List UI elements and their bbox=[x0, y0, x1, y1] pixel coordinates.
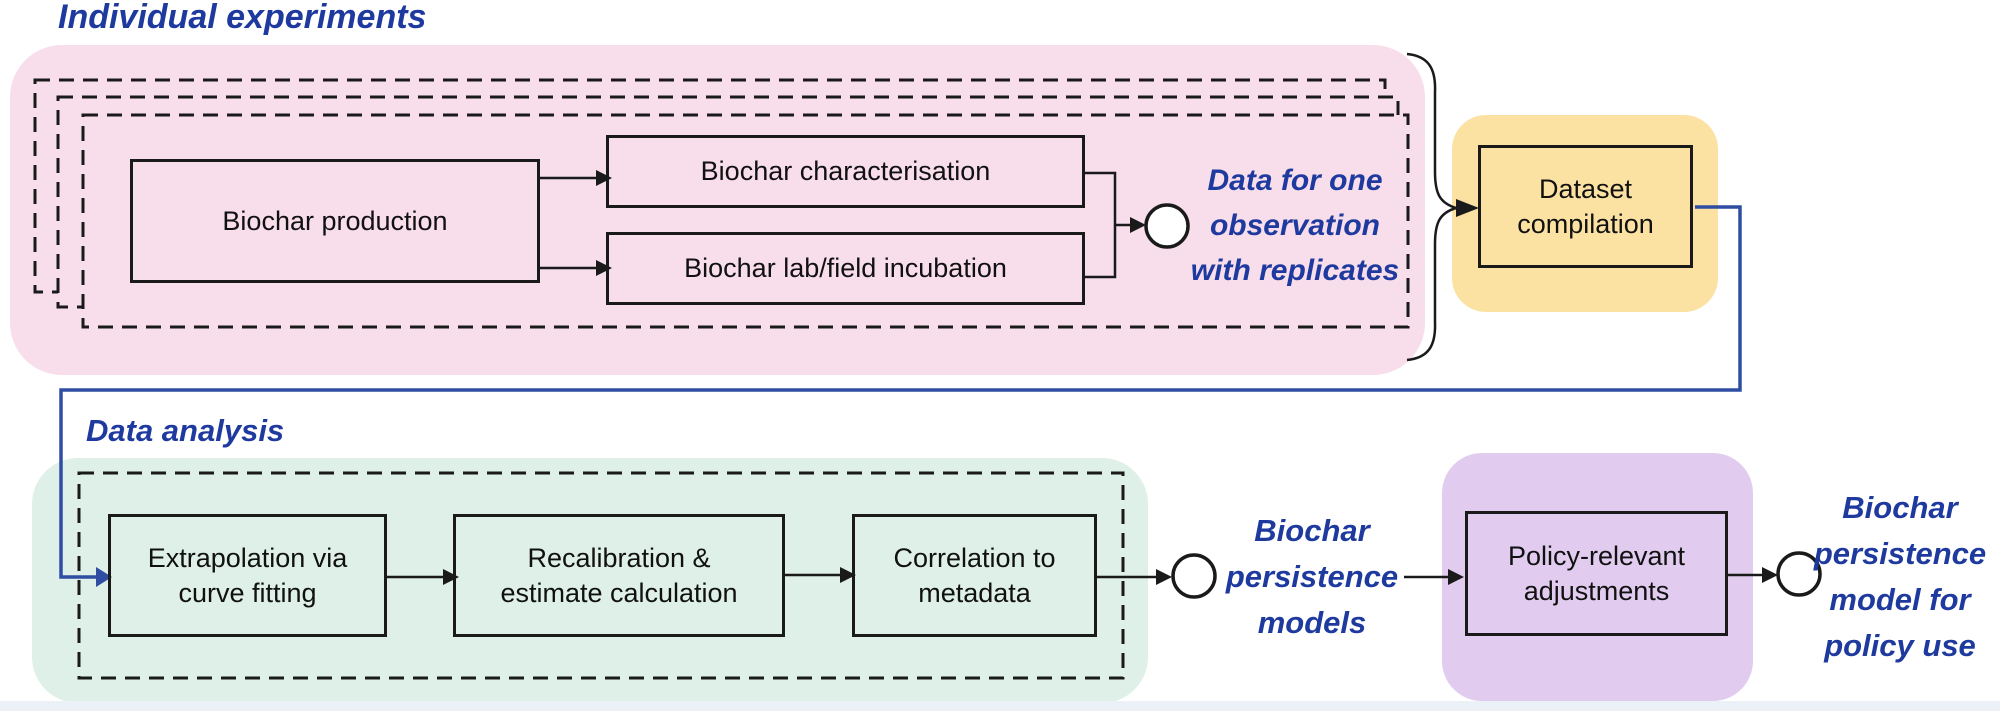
arrowhead-to-characterisation bbox=[596, 170, 612, 186]
bottom-edge-strip bbox=[0, 701, 2000, 711]
persistence-models-label: Biochar persistence models bbox=[1225, 513, 1399, 640]
arrowhead-to-final-circle bbox=[1762, 567, 1778, 583]
correlation-node: Correlation to metadata bbox=[852, 514, 1097, 637]
final-model-label: Biochar persistence model for policy use bbox=[1813, 490, 1987, 663]
recalibration-node: Recalibration & estimate calculation bbox=[453, 514, 785, 637]
arrowhead-merge-to-circle bbox=[1130, 217, 1146, 233]
dataset-compilation-node: Dataset compilation bbox=[1478, 145, 1693, 268]
models-connector-circle bbox=[1171, 553, 1217, 599]
biochar-production-node: Biochar production bbox=[130, 159, 540, 283]
arrowhead-to-policy bbox=[1448, 569, 1464, 585]
data-analysis-title: Data analysis bbox=[86, 413, 285, 448]
biochar-incubation-node: Biochar lab/field incubation bbox=[606, 232, 1085, 305]
observation-connector-circle bbox=[1144, 203, 1190, 249]
policy-adjustments-node: Policy-relevant adjustments bbox=[1465, 511, 1728, 636]
replicate-frame-front bbox=[81, 113, 1410, 329]
biochar-characterisation-node: Biochar characterisation bbox=[606, 135, 1085, 208]
arrowhead-to-recalibration bbox=[443, 569, 459, 585]
arrowhead-to-correlation bbox=[840, 567, 856, 583]
blue-routing-connector bbox=[59, 205, 1742, 579]
arrowhead-to-incubation bbox=[596, 260, 612, 276]
individual-experiments-title: Individual experiments bbox=[58, 0, 427, 36]
final-connector-circle bbox=[1776, 551, 1822, 597]
observation-output-label: Data for one observation with replicates bbox=[1190, 164, 1400, 287]
data-analysis-region bbox=[32, 458, 1148, 703]
extrapolation-node: Extrapolation via curve fitting bbox=[108, 514, 387, 637]
arrowhead-to-models-circle bbox=[1156, 569, 1172, 585]
arrowhead-brace-to-dataset bbox=[1456, 199, 1479, 217]
policy-adjustments-region bbox=[1442, 453, 1753, 701]
blue-arrowhead-to-extrapolation bbox=[96, 567, 112, 587]
